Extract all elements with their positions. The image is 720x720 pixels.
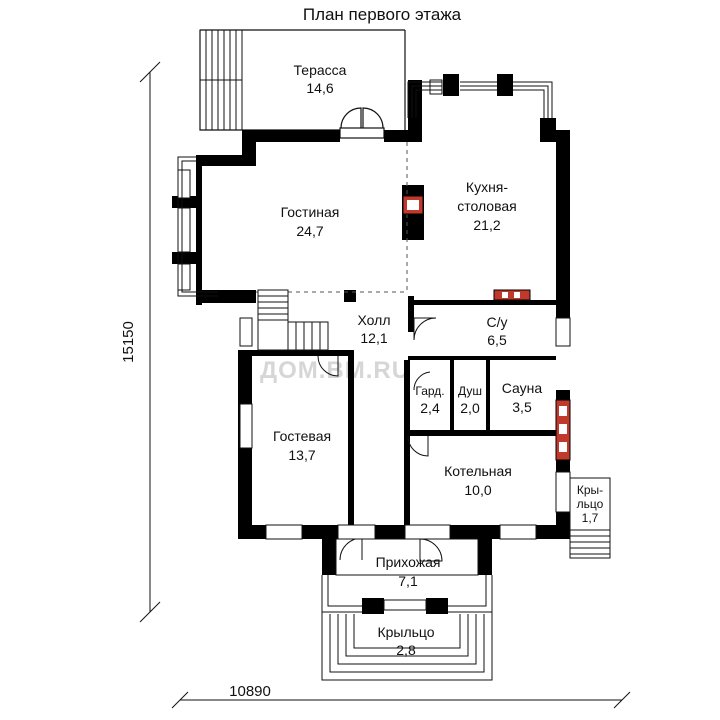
side-porch-area: 1,7 (582, 511, 599, 525)
doors (317, 317, 451, 562)
kitchen-bay-outline (407, 81, 553, 118)
terrace-door (339, 107, 385, 139)
shower-name: Душ (458, 384, 482, 398)
front-porch-area: 2,8 (396, 642, 416, 658)
guest-area: 13,7 (288, 447, 315, 463)
boiler-name: Котельная (444, 463, 512, 479)
plan-title: План первого этажа (303, 5, 462, 24)
windows (177, 79, 571, 540)
living-name: Гостиная (281, 204, 340, 220)
entrance-hall-name: Прихожая (376, 554, 441, 570)
sauna-area: 3,5 (512, 399, 532, 415)
front-porch-name: Крыльцо (377, 624, 434, 640)
guest-name: Гостевая (273, 428, 331, 444)
boiler-area: 10,0 (464, 482, 491, 498)
width-dimension-line (171, 691, 631, 709)
bathroom-name: С/у (487, 314, 508, 330)
living-bay-outline (177, 156, 218, 297)
entrance-hall-area: 7,1 (398, 573, 418, 589)
terrace-area: 14,6 (306, 80, 333, 96)
hall-area: 12,1 (360, 330, 387, 346)
hall-name: Холл (358, 312, 391, 328)
kitchen-name-line1: Кухня- (466, 179, 508, 195)
terrace (199, 29, 406, 133)
side-porch (569, 477, 611, 559)
height-dimension-line (139, 61, 161, 623)
terrace-stairs (199, 29, 243, 131)
living-area: 24,7 (296, 223, 323, 239)
kitchen-name-line2: столовая (457, 198, 517, 214)
kitchen-area: 21,2 (473, 217, 500, 233)
walls (172, 74, 570, 614)
bathroom-area: 6,5 (487, 332, 507, 348)
side-porch-name-line1: Кры- (577, 483, 603, 497)
watermark-text: ДОМ.BM.RU (260, 357, 410, 384)
sauna-name: Сауна (502, 380, 543, 396)
partitions (252, 296, 560, 526)
wardrobe-area: 2,4 (420, 400, 440, 416)
side-porch-name-line2: льцо (577, 497, 604, 511)
width-dimension: 10890 (229, 683, 271, 700)
wardrobe-name: Гард. (415, 384, 444, 398)
shower-area: 2,0 (460, 400, 480, 416)
front-porch-steps (321, 612, 493, 681)
stove-elements-inner (407, 200, 567, 452)
hall-staircase (257, 289, 329, 351)
height-dimension: 15150 (120, 321, 137, 363)
terrace-name: Терасса (294, 62, 347, 78)
